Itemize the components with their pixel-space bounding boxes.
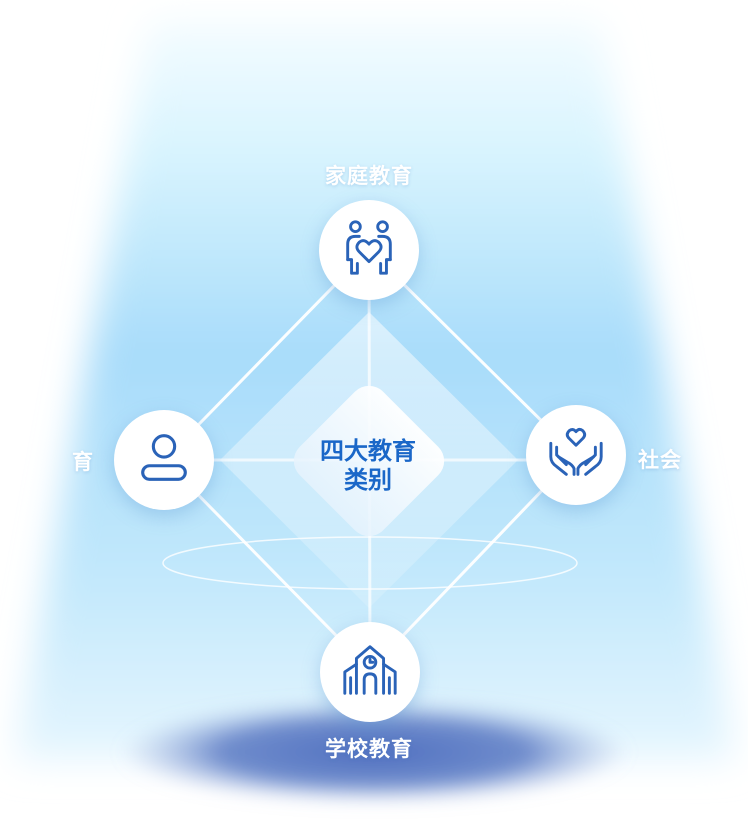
node-personal-education: [114, 410, 214, 510]
node-social-education: [526, 405, 626, 505]
center-title: 四大教育 类别: [294, 437, 442, 495]
center-title-line2: 类别: [344, 466, 392, 494]
label-personal-education: 育: [72, 450, 94, 474]
center-title-line1: 四大教育: [320, 437, 416, 465]
label-family-education: 家庭教育: [325, 164, 413, 188]
center-diamond: [293, 385, 445, 537]
hands-heart-icon: [545, 422, 607, 488]
base-glow: [119, 700, 629, 804]
school-building-icon: [339, 639, 401, 705]
label-social-education: 社会: [638, 448, 682, 472]
person-icon: [133, 427, 195, 493]
label-school-education: 学校教育: [325, 737, 413, 761]
family-heart-icon: [338, 217, 400, 283]
node-school-education: [320, 622, 420, 722]
node-family-education: [319, 200, 419, 300]
